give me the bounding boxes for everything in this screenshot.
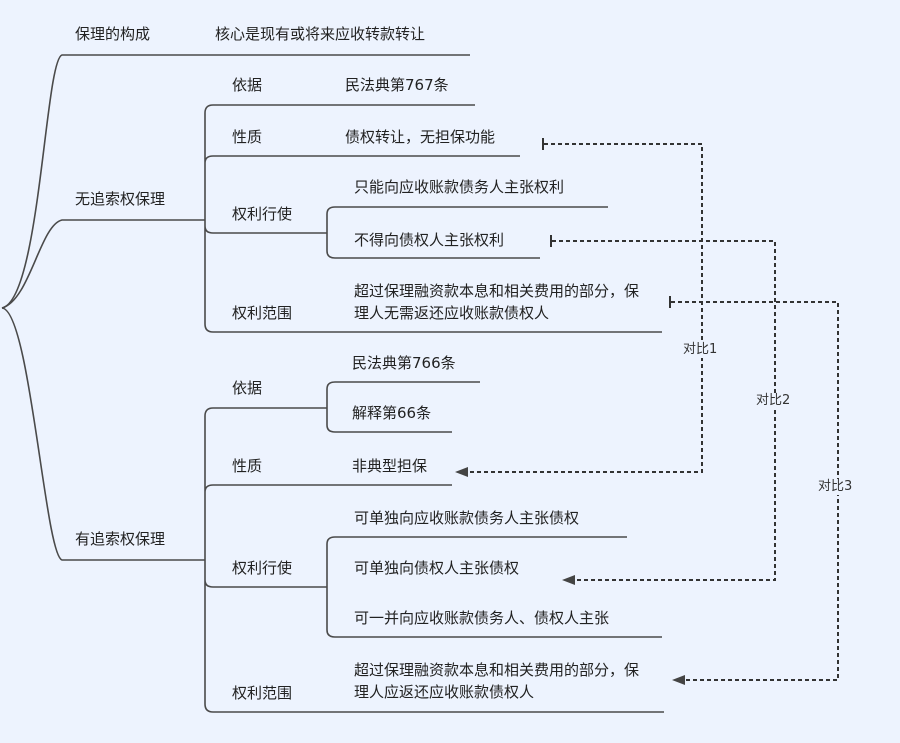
node-you-yiju-value-2[interactable]: 解释第66条 [352, 404, 432, 422]
node-baoli-goucheng[interactable]: 保理的构成 [75, 25, 151, 43]
node-you-yiju[interactable]: 依据 [232, 379, 263, 397]
arrowhead-1 [455, 467, 468, 477]
root-branch-2 [1, 219, 205, 309]
node-wu-quanli-xingshi[interactable]: 权利行使 [232, 205, 293, 223]
node-wu-yiju[interactable]: 依据 [232, 76, 263, 94]
node-you-quanli-fanwei[interactable]: 权利范围 [232, 684, 293, 702]
branch-you-bracket [204, 407, 664, 713]
root-branch-3 [1, 307, 205, 561]
node-you-quanli-xingshi[interactable]: 权利行使 [232, 559, 293, 577]
node-wu-yiju-value[interactable]: 民法典第767条 [345, 76, 449, 94]
node-wu-xingshi-value-1[interactable]: 只能向应收账款债务人主张权利 [354, 178, 565, 196]
node-you-xingshi-value-3[interactable]: 可一并向应收账款债务人、债权人主张 [354, 609, 610, 627]
node-you-zhuisuo[interactable]: 有追索权保理 [75, 530, 166, 548]
node-wu-xingzhi-value[interactable]: 债权转让，无担保功能 [345, 128, 496, 146]
relation-line-3 [671, 301, 839, 681]
node-wu-zhuisuo[interactable]: 无追索权保理 [75, 190, 166, 208]
node-wu-xingzhi[interactable]: 性质 [232, 128, 263, 146]
relation-label-3[interactable]: 对比3 [818, 479, 853, 495]
arrowhead-2 [562, 575, 575, 585]
arrowhead-3 [672, 675, 685, 685]
node-you-xingshi-value-2[interactable]: 可单独向债权人主张债权 [354, 559, 520, 577]
node-goucheng-value[interactable]: 核心是现有或将来应收转款转让 [215, 25, 426, 43]
relation-line-2 [552, 240, 776, 581]
relation-line-1 [468, 143, 703, 473]
node-you-xingzhi-value[interactable]: 非典型担保 [352, 457, 428, 475]
node-wu-quanli-fanwei[interactable]: 权利范围 [232, 304, 293, 322]
node-you-yiju-value-1[interactable]: 民法典第766条 [352, 354, 456, 372]
root-branch-1 [1, 54, 470, 309]
node-you-xingshi-value-1[interactable]: 可单独向应收账款债务人主张债权 [354, 509, 580, 527]
node-wu-xingshi-value-2[interactable]: 不得向债权人主张权利 [354, 231, 505, 249]
node-wu-fanwei-value[interactable]: 超过保理融资款本息和相关费用的部分，保理人无需返还应收账款债权人 [354, 282, 640, 322]
relation-label-2[interactable]: 对比2 [756, 393, 791, 409]
branch-wu-bracket [204, 104, 662, 333]
relation-label-1[interactable]: 对比1 [683, 342, 718, 358]
node-you-fanwei-value[interactable]: 超过保理融资款本息和相关费用的部分，保理人应返还应收账款债权人 [354, 661, 640, 701]
node-you-xingzhi[interactable]: 性质 [232, 457, 263, 475]
